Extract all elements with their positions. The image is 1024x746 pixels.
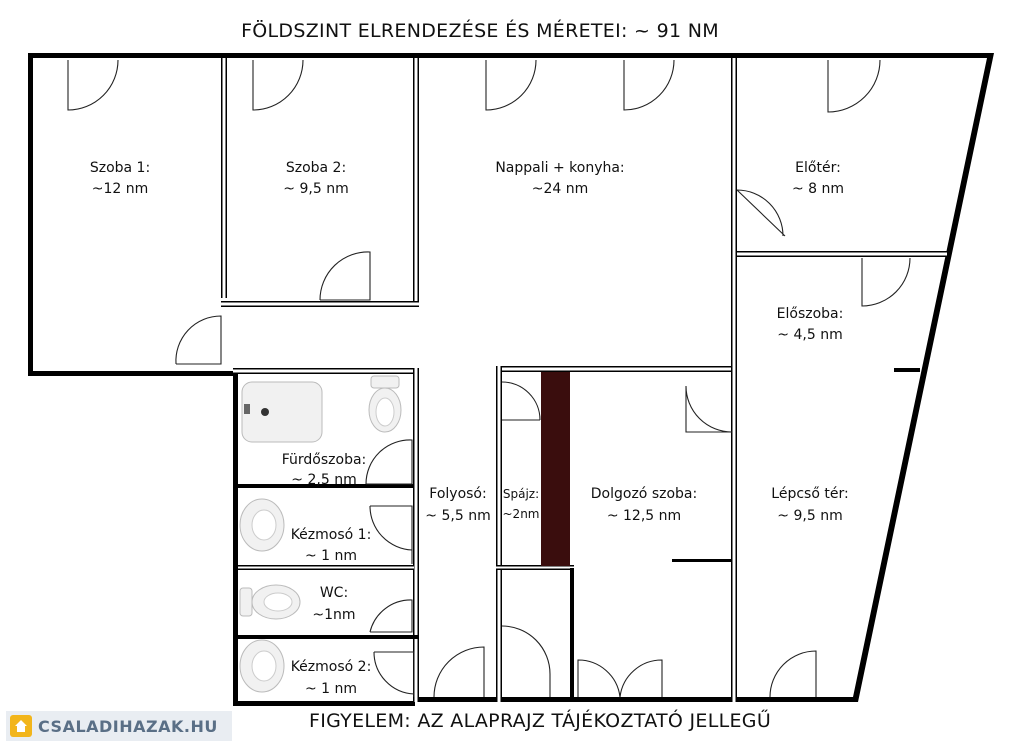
room-dolgozo-area: ~ 12,5 nm [607, 508, 681, 524]
house-icon [10, 715, 32, 737]
room-nappali-name: Nappali + konyha: [495, 160, 624, 176]
room-nappali-area: ~24 nm [532, 181, 589, 197]
room-szoba2-area: ~ 9,5 nm [283, 181, 348, 197]
room-eloszoba-area: ~ 4,5 nm [777, 327, 842, 343]
room-kezmoso2-name: Kézmosó 2: [291, 659, 372, 675]
room-eloter-name: Előtér: [795, 160, 841, 176]
room-spajz-area: ~2nm [503, 507, 540, 521]
bathtub-drain [261, 408, 269, 416]
room-wc-name: WC: [320, 585, 348, 601]
room-spajz-name: Spájz: [503, 487, 539, 501]
room-wc-area: ~1nm [312, 607, 355, 623]
doors [67, 59, 911, 698]
toilet-tank [370, 375, 400, 389]
room-kezmoso1-area: ~ 1 nm [305, 548, 357, 564]
fixtures [239, 375, 402, 693]
room-eloszoba-name: Előszoba: [777, 306, 844, 322]
room-eloter-area: ~ 8 nm [792, 181, 844, 197]
room-szoba1-name: Szoba 1: [90, 160, 150, 176]
watermark-text: CSALADIHAZAK.HU [38, 716, 218, 736]
room-kezmoso1-name: Kézmosó 1: [291, 527, 372, 543]
footer-disclaimer: FIGYELEM: AZ ALAPRAJZ TÁJÉKOZTATÓ JELLEG… [309, 708, 771, 732]
room-szoba1-area: ~12 nm [92, 181, 149, 197]
room-lepcso-area: ~ 9,5 nm [777, 508, 842, 524]
room-dolgozo-name: Dolgozó szoba: [591, 486, 697, 502]
room-labels: Szoba 1: ~12 nm Szoba 2: ~ 9,5 nm Nappal… [90, 160, 849, 697]
plan-title: FÖLDSZINT ELRENDEZÉSE ÉS MÉRETEI: ~ 91 N… [241, 19, 719, 42]
room-lepcso-name: Lépcső tér: [771, 486, 848, 502]
room-folyoso-name: Folyosó: [429, 486, 486, 502]
room-szoba2-name: Szoba 2: [286, 160, 346, 176]
interior-walls [221, 58, 947, 702]
room-folyoso-area: ~ 5,5 nm [425, 508, 490, 524]
bathtub [241, 381, 323, 443]
wc-tank [239, 587, 253, 617]
pantry-shelf [541, 372, 570, 566]
room-kezmoso2-area: ~ 1 nm [305, 681, 357, 697]
outer-walls [28, 53, 994, 706]
room-furdo-area: ~ 2,5 nm [291, 472, 356, 488]
watermark-logo: CSALADIHAZAK.HU [6, 711, 232, 741]
room-furdo-name: Fürdőszoba: [282, 452, 367, 468]
